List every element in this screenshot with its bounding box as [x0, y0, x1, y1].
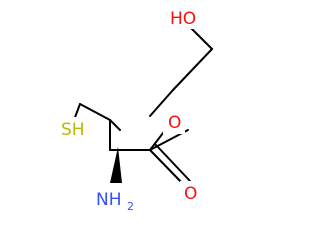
atom-hydroxyl: HO [166, 5, 202, 29]
bond-c-double-o-b [155, 144, 191, 182]
wedge-bond-amine [110, 147, 122, 183]
bond-ch2-ch2 [172, 48, 213, 91]
atom-amine: NH 2 [93, 186, 139, 213]
hydroxyl-label: HO [170, 9, 196, 29]
molecule-structure: HO O O SH NH 2 [58, 5, 213, 213]
bond-ch2-o [149, 89, 174, 117]
bonds [70, 27, 213, 187]
bond-ch2-ch2s [79, 103, 111, 121]
ester-oxygen-label: O [168, 113, 181, 133]
atom-thiol: SH [58, 117, 90, 141]
atom-ester-oxygen: O [163, 110, 185, 134]
bond-ho-ch2 [190, 27, 213, 50]
amine-subscript: 2 [127, 200, 134, 213]
carbonyl-oxygen-label: O [184, 184, 197, 204]
atom-carbonyl-oxygen: O [180, 181, 202, 205]
bond-ch2-calpha [109, 119, 121, 131]
bond-c-double-o-a [149, 149, 186, 187]
thiol-label: SH [61, 120, 85, 140]
amine-label: NH [96, 190, 122, 210]
